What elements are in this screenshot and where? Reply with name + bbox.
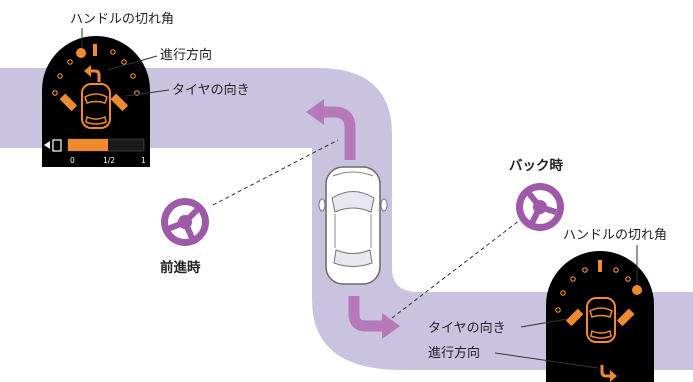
top-display-panel: 0 1/2 1 [42, 36, 150, 167]
bottom-steering-angle-dots [555, 267, 631, 313]
bottom-steering-angle-active-dot [632, 285, 642, 295]
travel-direction-arrow-icon [84, 65, 101, 82]
bottom-steering-angle-label: ハンドルの切れ角 [563, 228, 667, 243]
steering-wheel-forward-icon [161, 198, 209, 246]
top-travel-direction-label: 進行方向 [160, 47, 212, 63]
bottom-mini-car-icon [586, 297, 616, 343]
bottom-left-tire-icon [566, 308, 584, 326]
gauge-tick-half: 1/2 [103, 156, 115, 165]
bottom-center-tick [598, 260, 602, 272]
bottom-tire-direction-label: タイヤの向き [428, 320, 506, 336]
forward-mode-label: 前進時 [160, 259, 201, 276]
reverse-dashed-line [391, 219, 521, 319]
bottom-travel-direction-arrow-icon [600, 365, 617, 382]
top-steering-angle-label: ハンドルの切れ角 [70, 12, 174, 27]
forward-dashed-line [212, 139, 339, 206]
bottom-travel-direction-leader [494, 352, 599, 369]
front-left-tire-icon [59, 93, 77, 111]
top-tire-direction-leader [125, 89, 170, 97]
bottom-tire-direction-leader [520, 318, 568, 328]
fuel-gauge: 0 1/2 1 [44, 138, 146, 165]
top-travel-direction-leader [107, 55, 158, 71]
fuel-pump-icon [52, 139, 62, 152]
bottom-display-panel [546, 251, 654, 382]
reverse-mode-label: バック時 [509, 157, 563, 174]
gauge-tick-1: 1 [141, 156, 146, 165]
fuel-level-bar [68, 139, 108, 151]
front-right-tire-icon [110, 93, 128, 111]
center-tick [93, 44, 97, 56]
car-top-view [318, 166, 388, 285]
bottom-travel-direction-label: 進行方向 [428, 345, 480, 361]
top-tire-direction-label: タイヤの向き [172, 82, 250, 98]
bottom-right-tire-icon [617, 308, 635, 326]
steering-angle-dots [52, 49, 140, 96]
fuel-pointer-icon [44, 141, 50, 149]
mini-car-icon [81, 83, 111, 129]
steering-angle-active-dot [76, 48, 86, 58]
forward-arrow [306, 99, 356, 160]
steering-wheel-reverse-icon [516, 183, 564, 231]
gauge-tick-0: 0 [70, 156, 75, 165]
reverse-arrow [348, 296, 400, 339]
